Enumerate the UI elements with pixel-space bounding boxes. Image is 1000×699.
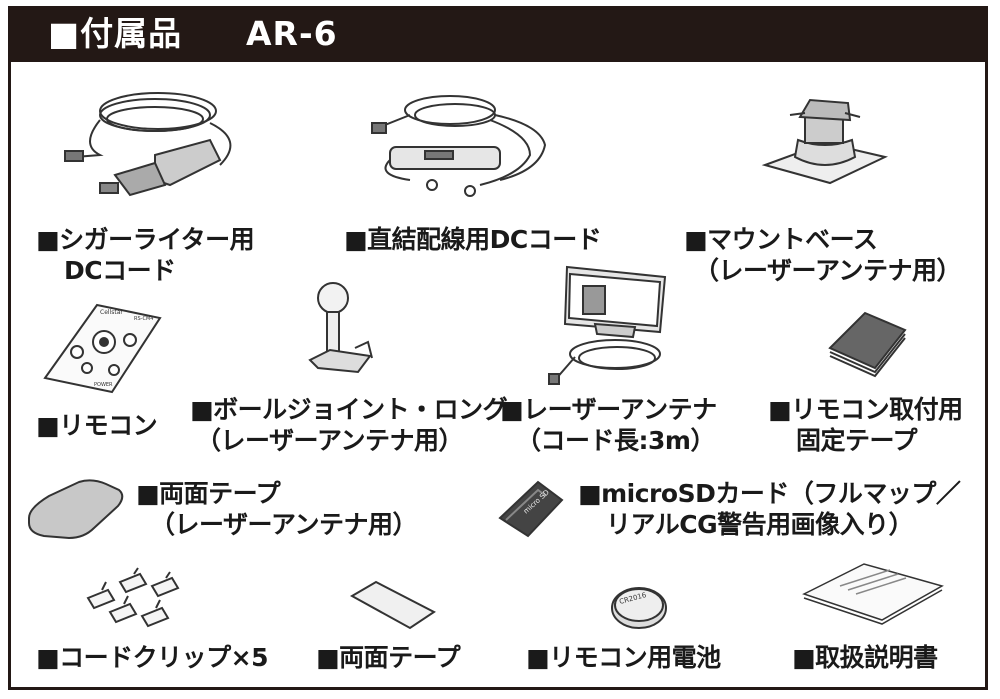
item-sublabel: （レーザーアンテナ用） (150, 510, 418, 539)
antenna-double-sided-tape-icon (24, 478, 129, 543)
item-remote-fixing-tape: ■リモコン取付用 固定テープ (768, 394, 963, 456)
item-sublabel: （コード長:3m） (516, 426, 715, 455)
item-sublabel: （レーザーアンテナ用） (694, 256, 962, 285)
item-label: ■直結配線用DCコード (344, 225, 602, 254)
item-mount-base: ■マウントベース （レーザーアンテナ用） (684, 224, 962, 286)
remote-brand: Cellstar (100, 309, 123, 316)
item-label: ■レーザーアンテナ (500, 395, 717, 424)
item-remote-control: ■リモコン (36, 410, 158, 441)
item-sublabel: 固定テープ (796, 426, 918, 455)
item-manual: ■取扱説明書 (792, 642, 938, 673)
double-sided-tape-icon (348, 578, 438, 633)
laser-antenna-icon (545, 262, 675, 387)
item-label: ■microSDカード（フルマップ／ (578, 479, 961, 508)
item-label: ■リモコン (36, 411, 158, 440)
header-bar: ■付属品 AR-6 (8, 6, 988, 62)
item-sublabel: リアルCG警告用画像入り） (606, 510, 914, 539)
battery-icon: CR2016 (608, 582, 670, 632)
item-sublabel: （レーザーアンテナ用） (196, 426, 464, 455)
item-sublabel: DCコード (64, 256, 176, 285)
item-cigarette-lighter-cord: ■シガーライター用 DCコード (36, 224, 255, 286)
item-label: ■シガーライター用 (36, 225, 255, 254)
item-microsd-card: ■microSDカード（フルマップ／ リアルCG警告用画像入り） (578, 478, 961, 540)
item-ball-joint: ■ボールジョイント・ロング （レーザーアンテナ用） (190, 394, 508, 456)
item-remote-battery: ■リモコン用電池 (526, 642, 721, 673)
cigarette-lighter-cord-icon (60, 85, 250, 200)
item-direct-wiring-cord: ■直結配線用DCコード (344, 224, 602, 255)
ball-joint-icon (300, 280, 380, 380)
item-label: ■リモコン用電池 (526, 643, 721, 672)
cord-clip-icon (80, 567, 195, 633)
item-label: ■コードクリップ×5 (36, 643, 268, 672)
mount-base-icon (760, 95, 890, 185)
item-label: ■両面テープ (136, 479, 281, 508)
remote-model: RS-CM4 (134, 316, 153, 322)
page-title: ■付属品 (48, 14, 183, 53)
item-cord-clip: ■コードクリップ×5 (36, 642, 268, 673)
remote-control-icon: Cellstar RS-CM4 POWER (42, 300, 162, 395)
remote-power: POWER (94, 382, 113, 388)
item-double-sided-tape: ■両面テープ (316, 642, 461, 673)
microsd-card-icon: micro SD (498, 478, 564, 538)
item-label: ■ボールジョイント・ロング (190, 395, 508, 424)
item-label: ■リモコン取付用 (768, 395, 963, 424)
remote-fixing-tape-icon (820, 308, 910, 378)
model-name: AR-6 (246, 14, 338, 53)
manual-icon (800, 556, 945, 628)
item-label: ■取扱説明書 (792, 643, 938, 672)
item-antenna-double-sided-tape: ■両面テープ （レーザーアンテナ用） (136, 478, 418, 540)
item-label: ■マウントベース (684, 225, 878, 254)
item-label: ■両面テープ (316, 643, 461, 672)
item-laser-antenna: ■レーザーアンテナ （コード長:3m） (500, 394, 717, 456)
direct-wiring-cord-icon (370, 85, 570, 200)
